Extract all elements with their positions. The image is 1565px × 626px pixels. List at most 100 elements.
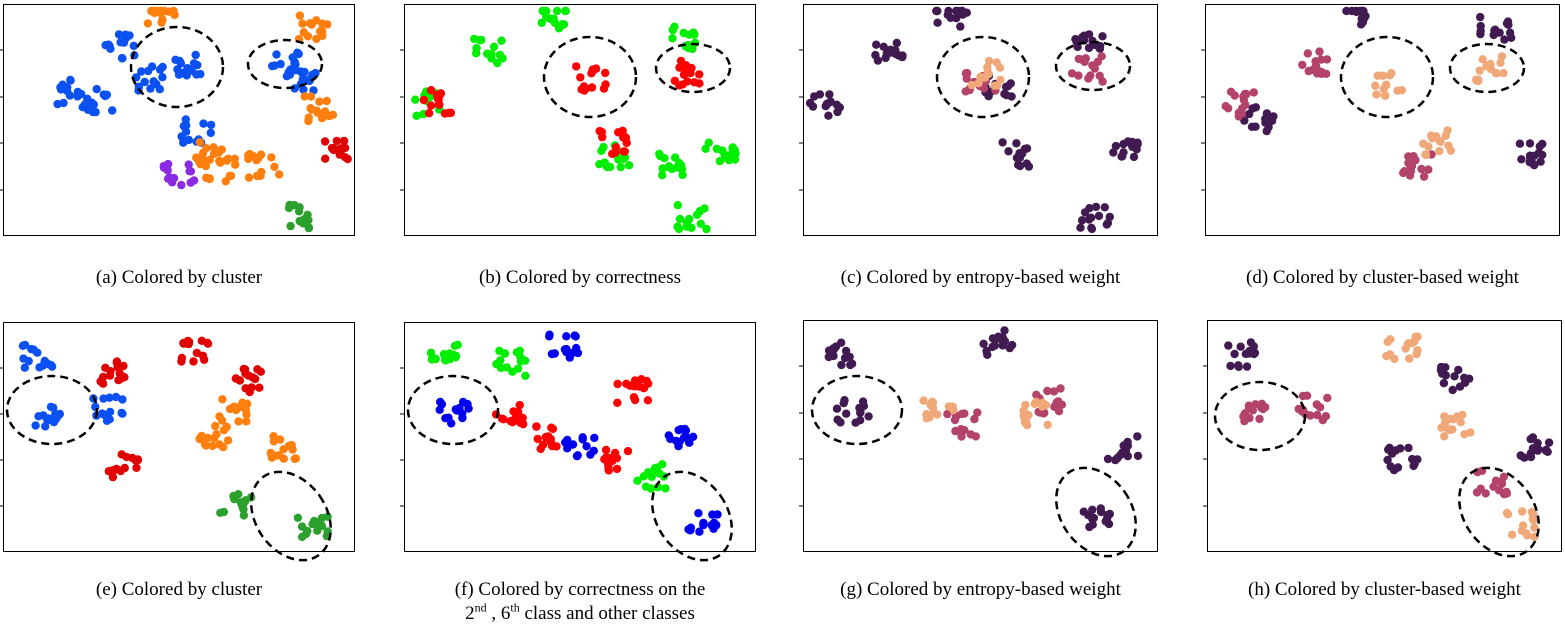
scatter-point [464,404,473,413]
scatter-point [223,436,233,445]
scatter-point [589,446,598,455]
scatter-point [65,91,75,100]
scatter-point [613,379,622,389]
scatter-point [984,56,994,66]
scatter-point [1081,54,1090,63]
scatter-point [221,177,230,186]
scatter-point [31,421,40,430]
scatter-point [1085,204,1094,213]
scatter-point [1236,342,1245,351]
scatter-point [571,332,580,341]
scatter-point [696,219,705,228]
scatter-point [310,516,319,526]
scatter-point [686,525,695,535]
scatter-point [472,49,481,58]
chart-panel-e [0,322,355,562]
scatter-point [1515,139,1525,148]
scatter-plot-b [400,4,756,236]
scatter-point [158,62,167,72]
scatter-point [678,80,687,89]
highlight-ellipse [129,25,225,109]
scatter-point [1076,223,1085,232]
caption-h: (h) Colored by cluster-based weight [1248,579,1521,600]
scatter-point [215,412,224,421]
scatter-point [1255,414,1264,424]
scatter-point [247,383,256,392]
scatter-point [1490,25,1500,34]
scatter-point [957,432,966,441]
scatter-point [929,407,938,416]
caption-c: (c) Colored by entropy-based weight [840,267,1121,288]
scatter-point [1111,141,1121,151]
scatter-point [158,73,167,82]
scatter-point [1475,66,1484,75]
scatter-point [1040,408,1049,418]
scatter-point [944,402,954,411]
scatter-point [1404,443,1413,453]
scatter-point [1497,477,1506,486]
scatter-point [671,153,680,162]
scatter-point [1455,382,1465,391]
scatter-point [1247,122,1257,131]
scatter-point [426,101,436,110]
scatter-point [1084,74,1093,83]
scatter-point [276,59,285,69]
scatter-point [209,433,219,443]
scatter-point [239,511,249,520]
scatter-point [156,9,166,18]
scatter-point [1507,530,1517,539]
scatter-point [730,145,739,155]
scatter-point [146,84,155,93]
scatter-point [1038,402,1047,411]
scatter-point [244,173,254,182]
chart-panel-h [1203,320,1562,558]
scatter-point [1502,19,1512,28]
caption-e: (e) Colored by cluster [95,579,263,600]
scatter-point [1012,139,1021,148]
scatter-plot-h [1203,320,1562,558]
scatter-point [240,365,250,374]
scatter-point [943,10,952,19]
scatter-point [730,155,740,164]
caption-b: (b) Colored by correctness [478,267,682,288]
scatter-plot-f [400,322,756,562]
highlight-ellipse [654,42,732,94]
scatter-point [668,34,677,43]
scatter-point [412,111,421,121]
scatter-point [983,350,992,359]
scatter-point [513,364,523,373]
scatter-point [325,111,334,121]
scatter-point [516,353,525,362]
scatter-point [101,363,110,372]
scatter-point [1096,504,1105,513]
scatter-point [1356,20,1366,29]
scatter-point [59,98,68,108]
scatter-point [1000,326,1009,335]
scatter-point [216,508,225,517]
scatter-point [979,339,988,348]
scatter-point [270,162,279,171]
scatter-point [670,76,680,86]
scatter-plot-c [799,4,1158,236]
scatter-point [1002,91,1011,100]
highlight-ellipse [5,374,99,446]
highlight-ellipse [810,374,904,446]
scatter-point [561,6,570,16]
scatter-point [1311,61,1321,71]
scatter-point [298,19,307,28]
scatter-point [1094,211,1104,221]
scatter-point [675,63,684,72]
scatter-point [970,414,979,424]
caption-f-tail: class and other classes [519,603,695,624]
scatter-point [1234,361,1243,370]
highlight-ellipse [651,470,733,562]
scatter-point [951,6,961,16]
scatter-point [961,69,971,78]
scatter-point [88,107,98,117]
scatter-point [1054,407,1064,416]
scatter-point [1239,95,1249,105]
scatter-point [132,463,141,472]
scatter-point [1356,6,1366,16]
scatter-point [163,174,173,183]
scatter-point [971,432,980,441]
